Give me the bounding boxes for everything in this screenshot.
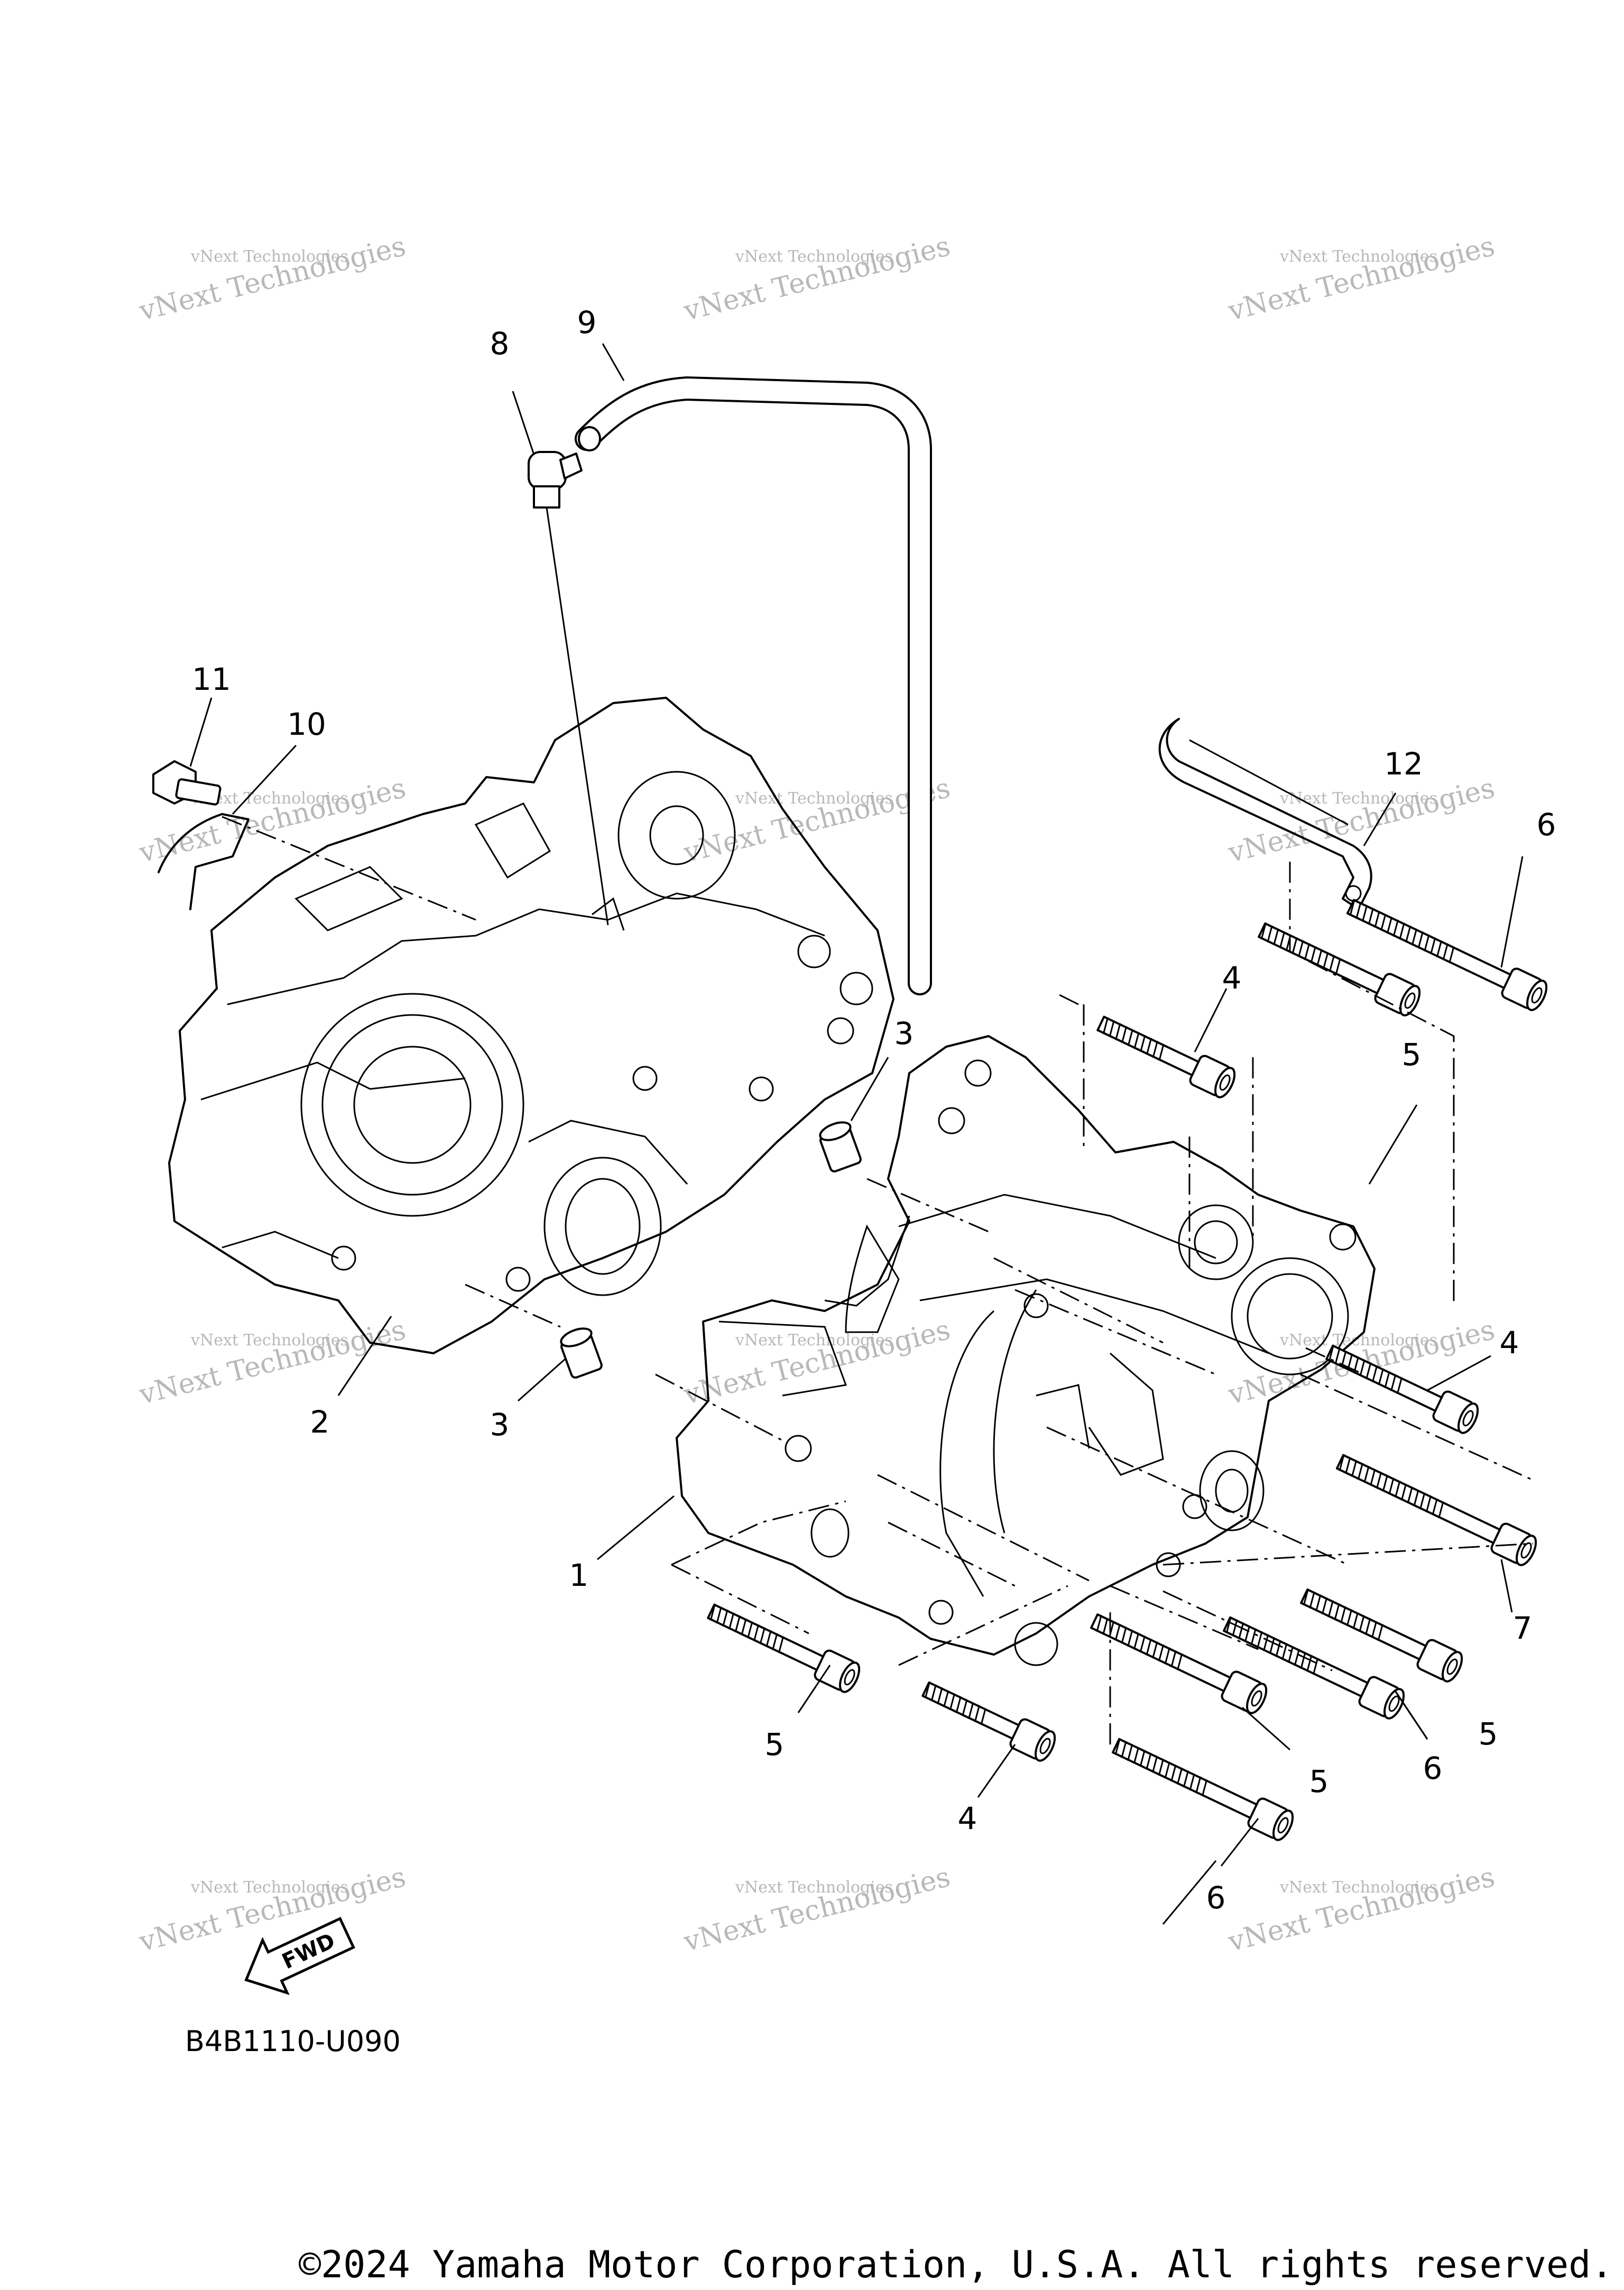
callout-4-top: 4 bbox=[1222, 960, 1242, 996]
callout-4-right: 4 bbox=[1500, 1325, 1519, 1361]
watermark-large: vNext Technologies bbox=[680, 230, 954, 327]
bolt-part-4-top bbox=[1096, 1015, 1236, 1098]
watermark-large: vNext Technologies bbox=[136, 1861, 409, 1958]
callout-9: 9 bbox=[577, 304, 597, 340]
callout-10: 10 bbox=[287, 706, 326, 742]
callout-6-mid: 6 bbox=[1423, 1750, 1443, 1786]
leader-lines bbox=[189, 343, 1524, 1925]
callout-5-right: 5 bbox=[1479, 1716, 1498, 1752]
callout-11: 11 bbox=[192, 661, 231, 697]
alignment-lines bbox=[465, 862, 1534, 1744]
bolts bbox=[707, 899, 1548, 1841]
callout-12: 12 bbox=[1384, 746, 1423, 782]
watermark-large: vNext Technologies bbox=[1225, 1861, 1498, 1958]
watermark-small: vNext Technologies bbox=[735, 1878, 893, 1897]
watermark-small: vNext Technologies bbox=[190, 1331, 348, 1350]
watermark-large: vNext Technologies bbox=[136, 1314, 409, 1411]
watermark-large: vNext Technologies bbox=[680, 1314, 954, 1411]
hose-fitting-part-8 bbox=[528, 451, 609, 926]
diagram-code: B4B1110-U090 bbox=[185, 2025, 401, 2058]
callout-1: 1 bbox=[569, 1557, 589, 1593]
crankcase-left-part-2 bbox=[168, 697, 894, 1354]
callout-3-lower: 3 bbox=[490, 1407, 510, 1443]
bolt-part-4-bottom bbox=[921, 1681, 1056, 1762]
watermark-small: vNext Technologies bbox=[735, 789, 893, 808]
clamp-part-10 bbox=[158, 813, 476, 921]
breather-hose-part-9 bbox=[575, 376, 932, 995]
callout-6-top: 6 bbox=[1537, 807, 1556, 843]
watermark-small: vNext Technologies bbox=[1279, 1878, 1437, 1897]
bolt-part-4-right bbox=[1325, 1344, 1479, 1434]
watermark-small: vNext Technologies bbox=[735, 247, 893, 266]
bolt-part-7 bbox=[1335, 1454, 1537, 1566]
callout-8: 8 bbox=[490, 326, 510, 362]
callout-2: 2 bbox=[310, 1404, 330, 1440]
bolt-part-11 bbox=[152, 760, 222, 806]
bolt-part-6-bottom bbox=[1112, 1738, 1294, 1841]
copyright-notice: ©2024 Yamaha Motor Corporation, U.S.A. A… bbox=[299, 2243, 1613, 2286]
crankcase-right-part-1 bbox=[676, 1035, 1376, 1666]
fwd-arrow-icon: FWD bbox=[244, 1917, 355, 1995]
bolt-part-5-left bbox=[707, 1603, 861, 1693]
dowel-pin-part-3-lower bbox=[560, 1327, 603, 1379]
bolt-part-5-right bbox=[1300, 1588, 1463, 1683]
watermark-small: vNext Technologies bbox=[190, 1878, 348, 1897]
watermark-small: vNext Technologies bbox=[190, 247, 348, 266]
callout-3-upper: 3 bbox=[894, 1015, 914, 1051]
bolt-part-6-mid bbox=[1223, 1616, 1405, 1720]
callout-4-bottom: 4 bbox=[958, 1800, 977, 1836]
watermark-large: vNext Technologies bbox=[680, 1861, 954, 1958]
callout-5-left: 5 bbox=[765, 1726, 785, 1762]
watermarks: vNext Technologies vNext Technologies vN… bbox=[136, 230, 1498, 1958]
watermark-large: vNext Technologies bbox=[136, 230, 409, 327]
dowel-pin-part-3-upper bbox=[819, 1121, 862, 1172]
watermark-small: vNext Technologies bbox=[1279, 247, 1437, 266]
watermark-large: vNext Technologies bbox=[1225, 230, 1498, 327]
callout-7: 7 bbox=[1513, 1610, 1533, 1646]
callout-5-mid: 5 bbox=[1309, 1763, 1329, 1799]
callout-5-top: 5 bbox=[1402, 1037, 1422, 1073]
watermark-small: vNext Technologies bbox=[1279, 1331, 1437, 1350]
bolt-part-5-mid bbox=[1090, 1613, 1268, 1714]
watermark-small: vNext Technologies bbox=[1279, 789, 1437, 808]
callout-6-bottom: 6 bbox=[1206, 1880, 1226, 1916]
bolt-part-6-top bbox=[1346, 899, 1548, 1011]
watermark-small: vNext Technologies bbox=[735, 1331, 893, 1350]
callout-labels: 1 2 3 3 4 4 4 5 5 5 5 6 6 6 7 8 9 10 11 … bbox=[192, 304, 1556, 1916]
